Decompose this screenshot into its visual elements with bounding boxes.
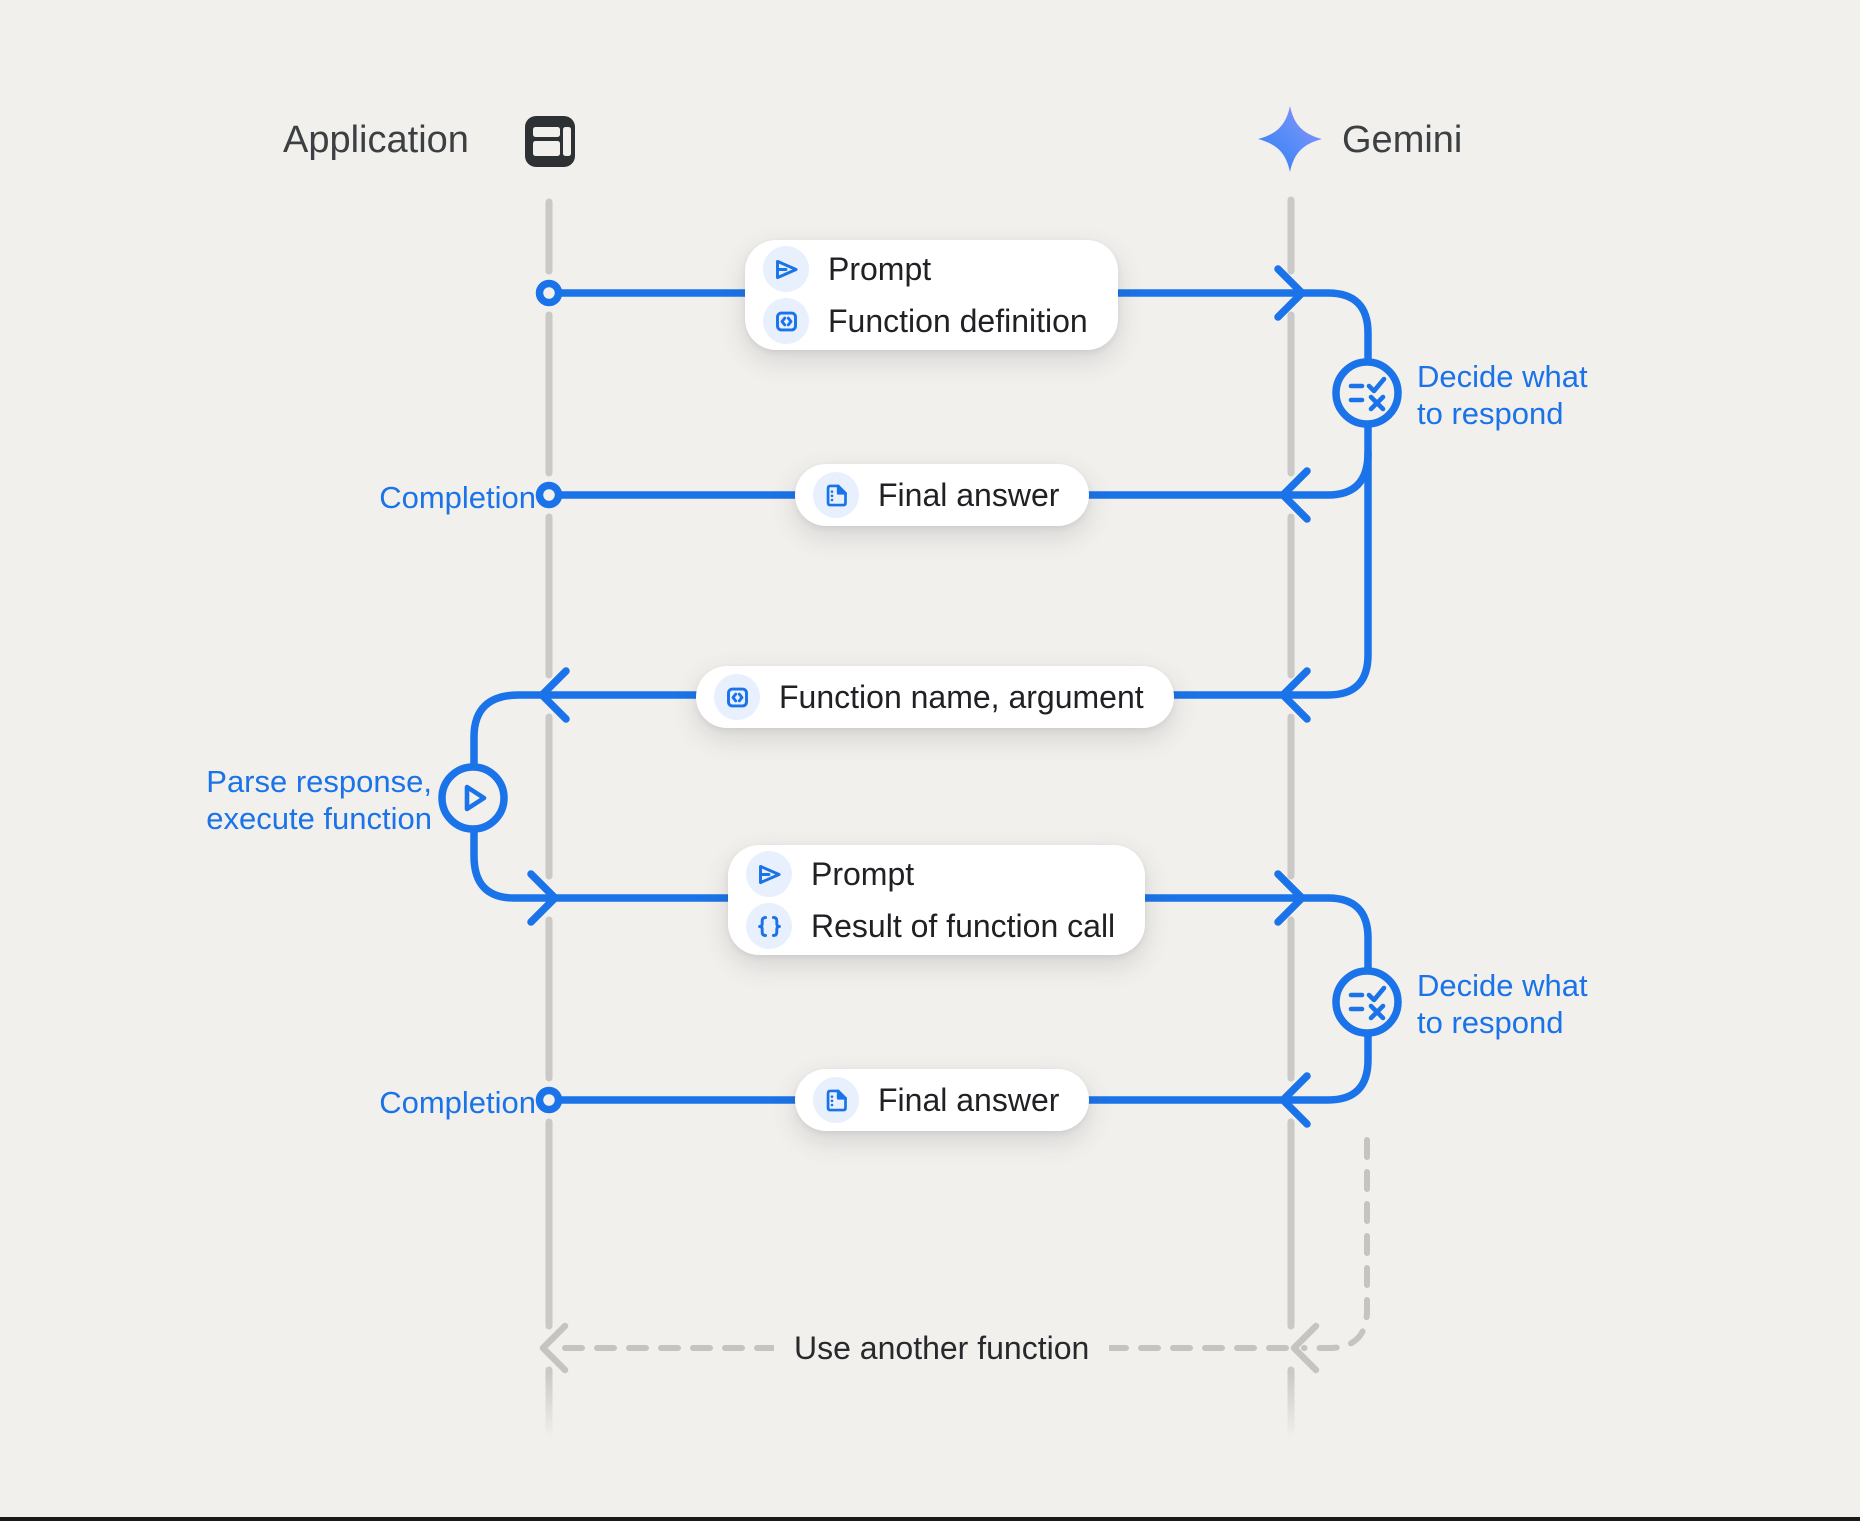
arrowhead-right-prompt2-gemini bbox=[1274, 870, 1306, 926]
lifeline-ports bbox=[535, 279, 563, 1114]
gray-arrowhead-left-gemini bbox=[1290, 1322, 1320, 1374]
rule-check-icon bbox=[1348, 985, 1387, 1021]
message-box-final-answer-1: Final answer bbox=[795, 464, 1090, 526]
arrowhead-left-funcname-gemini bbox=[1279, 667, 1311, 723]
use-another-function-label: Use another function bbox=[774, 1326, 1110, 1370]
actor-label-gemini: Gemini bbox=[1342, 119, 1463, 161]
completion-port-2 bbox=[535, 1086, 563, 1114]
gray-arrowhead-left-application bbox=[539, 1322, 569, 1374]
parse-execute-label: Parse response, execute function bbox=[206, 764, 432, 836]
actor-label-application: Application bbox=[283, 119, 469, 161]
completion-port-1 bbox=[535, 481, 563, 509]
decide-node-1 bbox=[1332, 358, 1402, 428]
braces-icon bbox=[746, 903, 792, 949]
message-label: Final answer bbox=[878, 1082, 1060, 1118]
lifeline-fade bbox=[0, 1372, 1860, 1450]
blue-arrowheads bbox=[527, 265, 1311, 1128]
arrowhead-left-final1-gemini bbox=[1279, 467, 1311, 523]
code-block-icon bbox=[714, 674, 760, 720]
message-label: Function definition bbox=[828, 303, 1088, 339]
message-label: Function name, argument bbox=[779, 679, 1144, 715]
decide-label-1: Decide what to respond bbox=[1417, 359, 1588, 431]
message-box-prompt-function-definition: Prompt Function definition bbox=[745, 240, 1118, 350]
play-icon bbox=[464, 784, 487, 812]
document-icon bbox=[813, 472, 859, 518]
message-label: Result of function call bbox=[811, 908, 1116, 944]
arrowhead-right-prompt2-app bbox=[527, 870, 559, 926]
message-row: Function definition bbox=[763, 298, 1088, 344]
message-row: Prompt bbox=[746, 851, 1115, 897]
decide-node-2 bbox=[1332, 967, 1402, 1037]
message-box-final-answer-2: Final answer bbox=[795, 1069, 1090, 1131]
origin-port-prompt1 bbox=[535, 279, 563, 307]
gemini-star-icon bbox=[1258, 106, 1322, 172]
arrowhead-left-final2-gemini bbox=[1279, 1072, 1311, 1128]
app-window-icon bbox=[525, 116, 575, 167]
send-icon bbox=[746, 851, 792, 897]
message-row: Function name, argument bbox=[714, 674, 1144, 720]
code-block-icon bbox=[763, 298, 809, 344]
completion-label-2: Completion bbox=[379, 1085, 536, 1120]
decide-label-2: Decide what to respond bbox=[1417, 968, 1588, 1040]
execute-node bbox=[438, 763, 508, 833]
message-label: Final answer bbox=[878, 477, 1060, 513]
message-row: Final answer bbox=[813, 472, 1059, 518]
message-row: Prompt bbox=[763, 246, 1088, 292]
message-label: Prompt bbox=[811, 856, 915, 892]
message-row: Final answer bbox=[813, 1077, 1059, 1123]
message-box-prompt-result: Prompt Result of function call bbox=[728, 845, 1146, 955]
arrowhead-left-funcname-app bbox=[538, 667, 570, 723]
flow-final-answer-1 bbox=[545, 449, 1372, 499]
rule-check-icon bbox=[1348, 376, 1387, 412]
completion-label-1: Completion bbox=[379, 480, 536, 515]
message-box-function-name-argument: Function name, argument bbox=[696, 666, 1174, 728]
send-icon bbox=[763, 246, 809, 292]
arrowhead-right-prompt1 bbox=[1274, 265, 1306, 321]
message-row: Result of function call bbox=[746, 903, 1115, 949]
bottom-border bbox=[0, 1517, 1860, 1521]
message-label: Prompt bbox=[828, 251, 932, 287]
document-icon bbox=[813, 1077, 859, 1123]
